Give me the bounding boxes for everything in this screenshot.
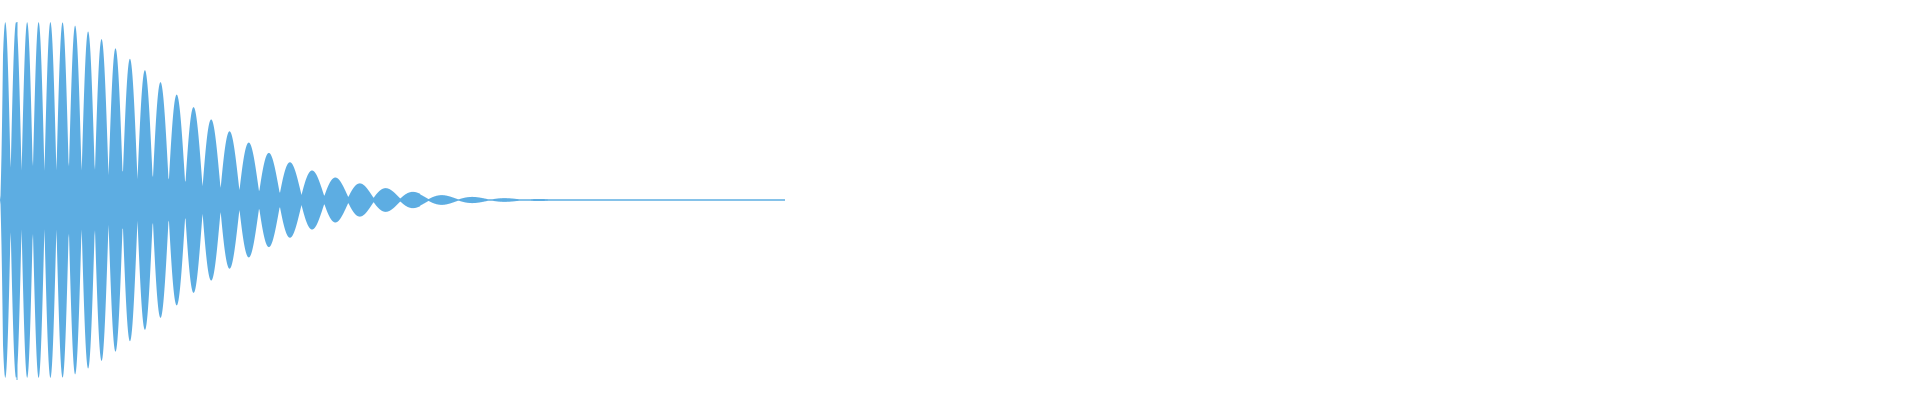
waveform-shape bbox=[0, 22, 785, 378]
